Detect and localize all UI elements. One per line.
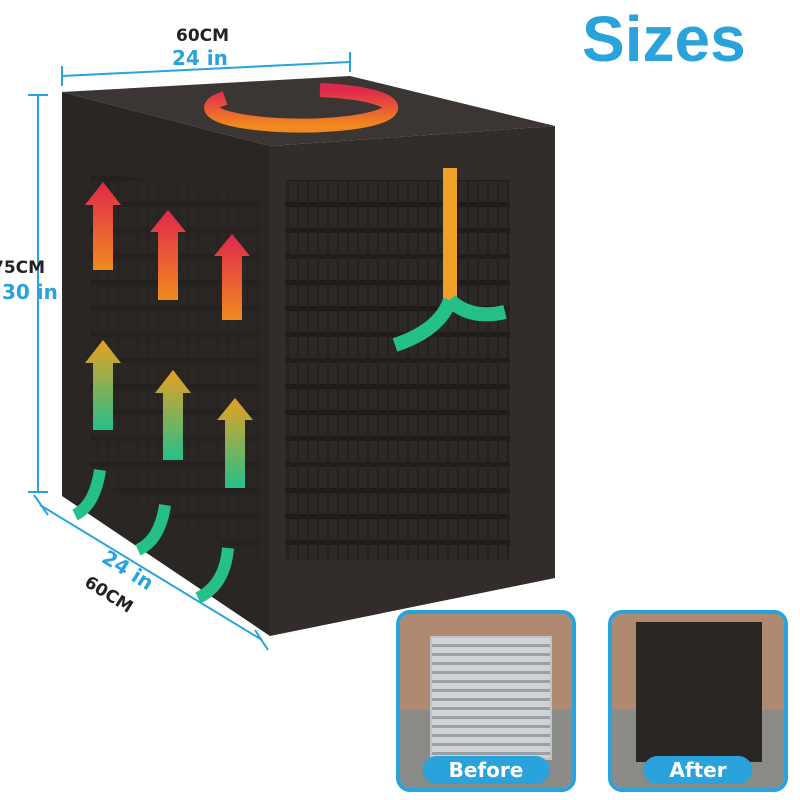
intake-arrows-icon	[71, 469, 234, 604]
page-title: Sizes	[582, 3, 746, 75]
after-photo: After	[608, 610, 788, 792]
cool-airflow-arrows-icon	[85, 340, 253, 488]
ac-cover	[62, 76, 555, 636]
exhaust-t-arrow-icon	[392, 168, 507, 352]
warm-airflow-arrows-icon	[85, 182, 250, 320]
height-cm: 75CM	[0, 258, 46, 278]
width-inch: 24 in	[172, 46, 228, 70]
height-inch: 30 in	[2, 280, 58, 304]
width-cm: 60CM	[176, 26, 230, 46]
after-label: After	[643, 756, 753, 784]
before-photo: Before	[396, 610, 576, 792]
before-label: Before	[422, 756, 550, 784]
airflow-circular-arrow-icon	[204, 83, 399, 133]
dimension-lines	[28, 52, 351, 651]
